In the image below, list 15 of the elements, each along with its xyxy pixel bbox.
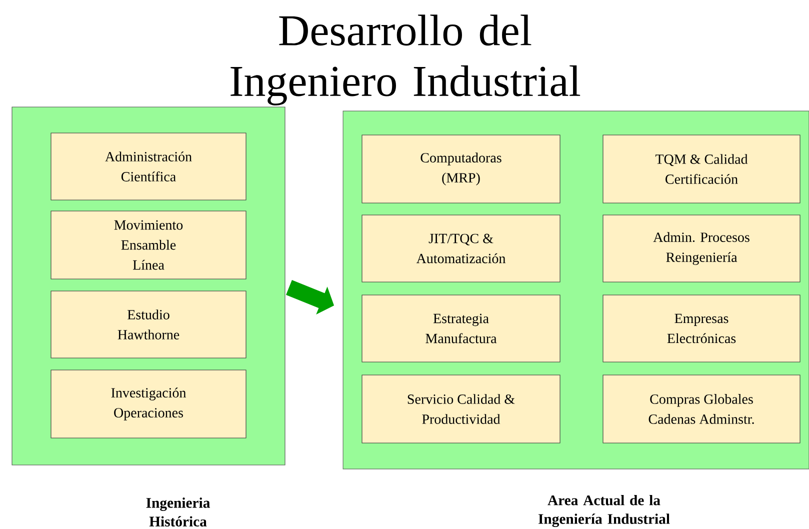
item-box: Investigación Operaciones (50, 370, 246, 438)
item-box: Empresas Electrónicas (602, 294, 800, 362)
item-box: Computadoras (MRP) (362, 134, 560, 204)
item-box: Administración Científica (50, 132, 246, 200)
item-box: Estudio Hawthorne (50, 290, 246, 358)
title: Desarrollo del Ingeniero Industrial (230, 14, 580, 106)
node-label: Ingenieria Histórica (146, 498, 210, 527)
item-box: JIT/TQC & Automatización (362, 214, 560, 282)
item-box: Estrategia Manufactura (362, 294, 560, 362)
node-label: Area Actual de la Ingeniería Industrial (538, 494, 670, 528)
item-box: Admin. Procesos Reingeniería (602, 214, 800, 282)
item-box: Servicio Calidad & Productividad (362, 374, 560, 444)
item-box: Movimiento Ensamble Línea (50, 210, 246, 280)
item-box: Compras Globales Cadenas Adminstr. (602, 374, 800, 444)
item-box: TQM & Calidad Certificación (602, 134, 800, 204)
